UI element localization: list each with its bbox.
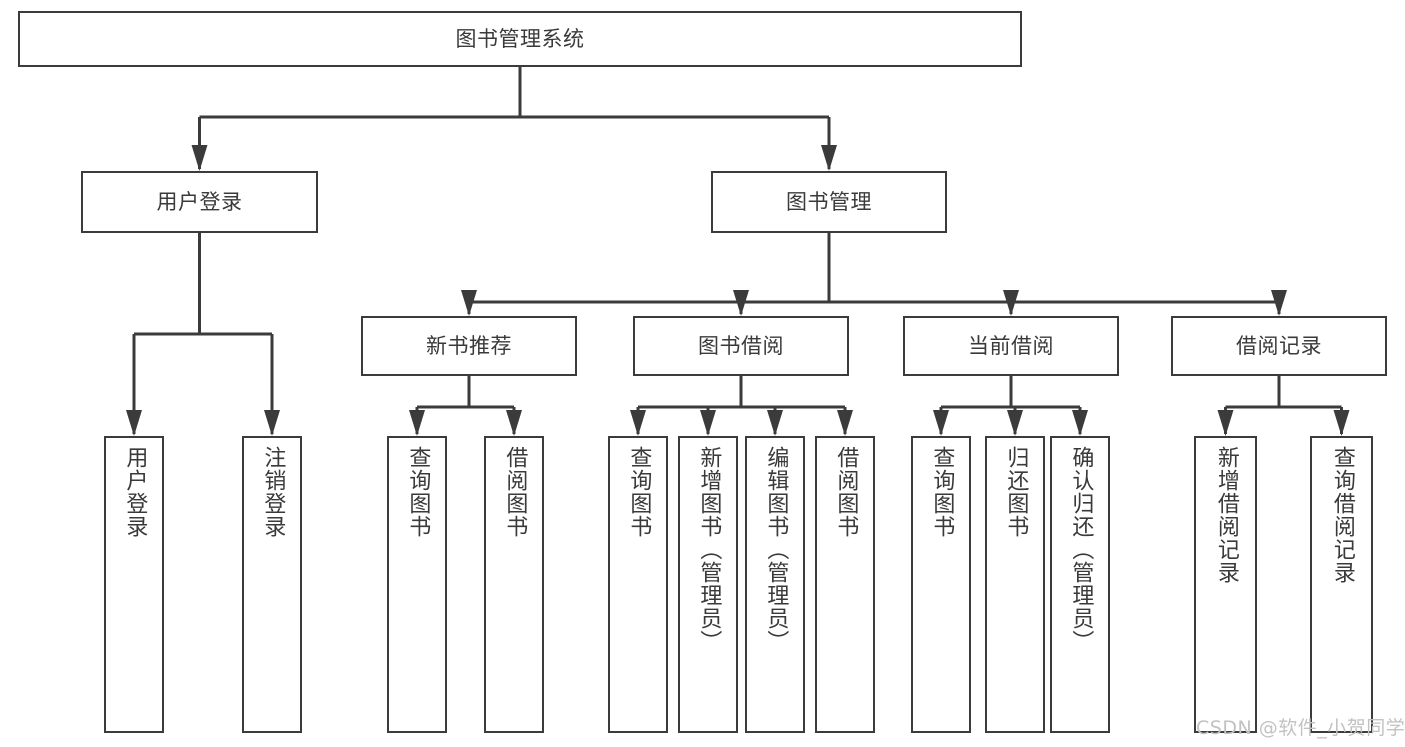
arrowhead-leaf-q-book-3 [933, 410, 949, 436]
watermark-text: CSDN @软件_小贺同学 [1196, 717, 1405, 739]
arrowhead-new-book-rec [461, 290, 477, 316]
node-leaf-confirm[interactable]: 确认归还（管理员） [1050, 436, 1110, 733]
node-leaf-q-book-1[interactable]: 查询图书 [387, 436, 447, 733]
node-leaf-add-book[interactable]: 新增图书（管理员） [678, 436, 738, 733]
node-book-manage[interactable]: 图书管理 [711, 171, 947, 233]
arrowhead-borrow-record [1271, 290, 1287, 316]
node-label-leaf-add-book: 新增图书（管理员） [696, 446, 722, 653]
arrowhead-leaf-q-book-2 [630, 410, 646, 436]
node-label-new-book-rec: 新书推荐 [426, 333, 512, 358]
node-leaf-add-rec[interactable]: 新增借阅记录 [1194, 436, 1257, 733]
arrowhead-current-borrow [1003, 290, 1019, 316]
arrowhead-leaf-borrow-1 [506, 410, 522, 436]
node-label-leaf-add-rec: 新增借阅记录 [1213, 446, 1239, 584]
node-new-book-rec[interactable]: 新书推荐 [361, 316, 577, 376]
node-label-leaf-edit-book: 编辑图书（管理员） [763, 446, 789, 653]
node-label-leaf-q-rec: 查询借阅记录 [1329, 446, 1355, 584]
node-leaf-user-login[interactable]: 用户登录 [104, 436, 164, 733]
node-leaf-borrow-1[interactable]: 借阅图书 [484, 436, 544, 733]
node-label-leaf-q-book-2: 查询图书 [626, 446, 652, 538]
arrowhead-leaf-add-book [700, 410, 716, 436]
node-current-borrow[interactable]: 当前借阅 [903, 316, 1119, 376]
arrowhead-leaf-confirm [1072, 410, 1088, 436]
arrowhead-leaf-user-login [126, 410, 142, 436]
arrowhead-book-borrow [733, 290, 749, 316]
node-label-root: 图书管理系统 [455, 26, 585, 51]
node-leaf-logout[interactable]: 注销登录 [242, 436, 302, 733]
node-root[interactable]: 图书管理系统 [18, 11, 1022, 67]
node-label-leaf-user-login: 用户登录 [122, 446, 148, 538]
node-label-book-manage: 图书管理 [786, 189, 872, 214]
arrowhead-leaf-logout [264, 410, 280, 436]
node-leaf-edit-book[interactable]: 编辑图书（管理员） [745, 436, 805, 733]
node-user-login[interactable]: 用户登录 [81, 171, 318, 233]
node-borrow-record[interactable]: 借阅记录 [1171, 316, 1387, 376]
arrowhead-leaf-q-rec [1333, 410, 1350, 436]
arrowhead-leaf-edit-book [767, 410, 783, 436]
node-leaf-return[interactable]: 归还图书 [985, 436, 1045, 733]
node-label-leaf-return: 归还图书 [1003, 446, 1029, 538]
node-label-leaf-borrow-1: 借阅图书 [502, 446, 528, 538]
node-label-leaf-borrow-2: 借阅图书 [833, 446, 859, 538]
node-label-book-borrow: 图书借阅 [698, 333, 784, 358]
arrowhead-leaf-add-rec [1217, 410, 1234, 436]
arrowhead-user-login [191, 145, 208, 171]
node-label-borrow-record: 借阅记录 [1236, 333, 1322, 358]
arrowhead-book-manage [821, 145, 837, 171]
node-label-leaf-confirm: 确认归还（管理员） [1068, 446, 1094, 653]
node-label-leaf-q-book-1: 查询图书 [405, 446, 431, 538]
node-leaf-borrow-2[interactable]: 借阅图书 [815, 436, 875, 733]
arrowhead-leaf-q-book-1 [409, 410, 425, 436]
node-leaf-q-book-3[interactable]: 查询图书 [911, 436, 971, 733]
node-leaf-q-rec[interactable]: 查询借阅记录 [1310, 436, 1373, 733]
node-label-leaf-logout: 注销登录 [260, 446, 286, 538]
node-leaf-q-book-2[interactable]: 查询图书 [608, 436, 668, 733]
node-label-leaf-q-book-3: 查询图书 [929, 446, 955, 538]
arrowhead-leaf-borrow-2 [837, 410, 853, 436]
node-label-user-login: 用户登录 [156, 189, 243, 214]
arrowhead-leaf-return [1007, 410, 1023, 436]
node-label-current-borrow: 当前借阅 [968, 333, 1054, 358]
node-book-borrow[interactable]: 图书借阅 [633, 316, 849, 376]
